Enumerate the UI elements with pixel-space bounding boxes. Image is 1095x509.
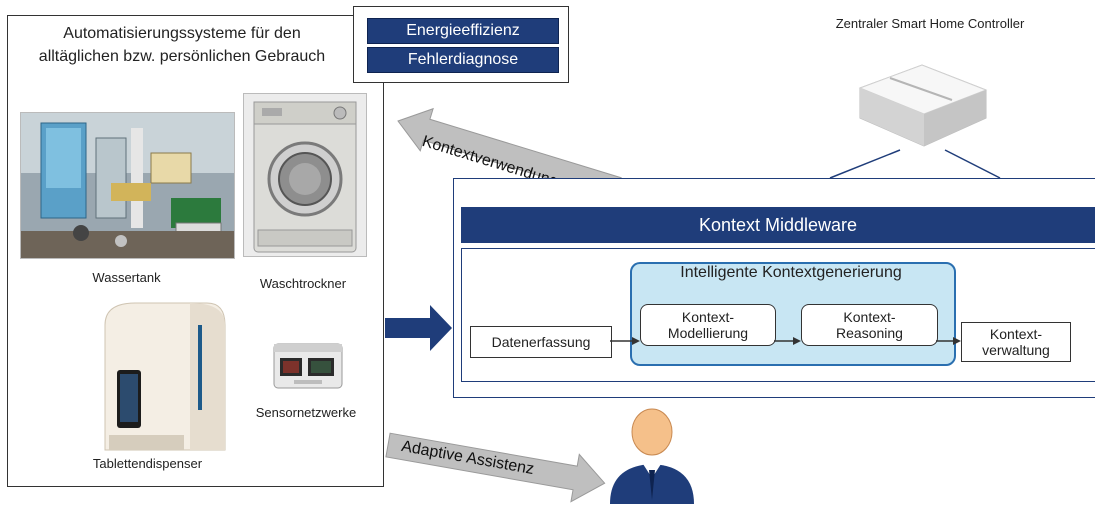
waschtrockner-image bbox=[243, 93, 367, 257]
caption-tablettendispenser: Tablettendispenser bbox=[92, 456, 203, 471]
caption-sensornetzwerke: Sensornetzwerke bbox=[255, 405, 357, 420]
sensor-device-image bbox=[272, 340, 344, 392]
node-datenerfassung: Datenerfassung bbox=[470, 326, 612, 358]
panel-title: Automatisierungssysteme für den alltägli… bbox=[38, 25, 326, 65]
node-kontext-reasoning: Kontext- Reasoning bbox=[801, 304, 938, 346]
wassertank-image bbox=[20, 112, 235, 259]
node-kontext-modellierung: Kontext- Modellierung bbox=[640, 304, 776, 346]
caption-wassertank: Wassertank bbox=[92, 270, 161, 285]
middleware-header: Kontext Middleware bbox=[461, 207, 1095, 243]
controller-label: Zentraler Smart Home Controller bbox=[835, 16, 1025, 31]
use-energieeffizienz: Energieeffizienz bbox=[367, 18, 559, 44]
smart-home-controller-image bbox=[852, 60, 992, 150]
context-generation-title: Intelligente Kontextgenerierung bbox=[680, 264, 902, 281]
caption-waschtrockner: Waschtrockner bbox=[259, 276, 347, 291]
node-kontextverwaltung: Kontext- verwaltung bbox=[961, 322, 1071, 362]
use-fehlerdiagnose: Fehlerdiagnose bbox=[367, 47, 559, 73]
tablettendispenser-image bbox=[95, 295, 235, 455]
arrow-label-adaptive-assistenz: Adaptive Assistenz bbox=[400, 438, 536, 479]
user-icon bbox=[606, 400, 698, 504]
